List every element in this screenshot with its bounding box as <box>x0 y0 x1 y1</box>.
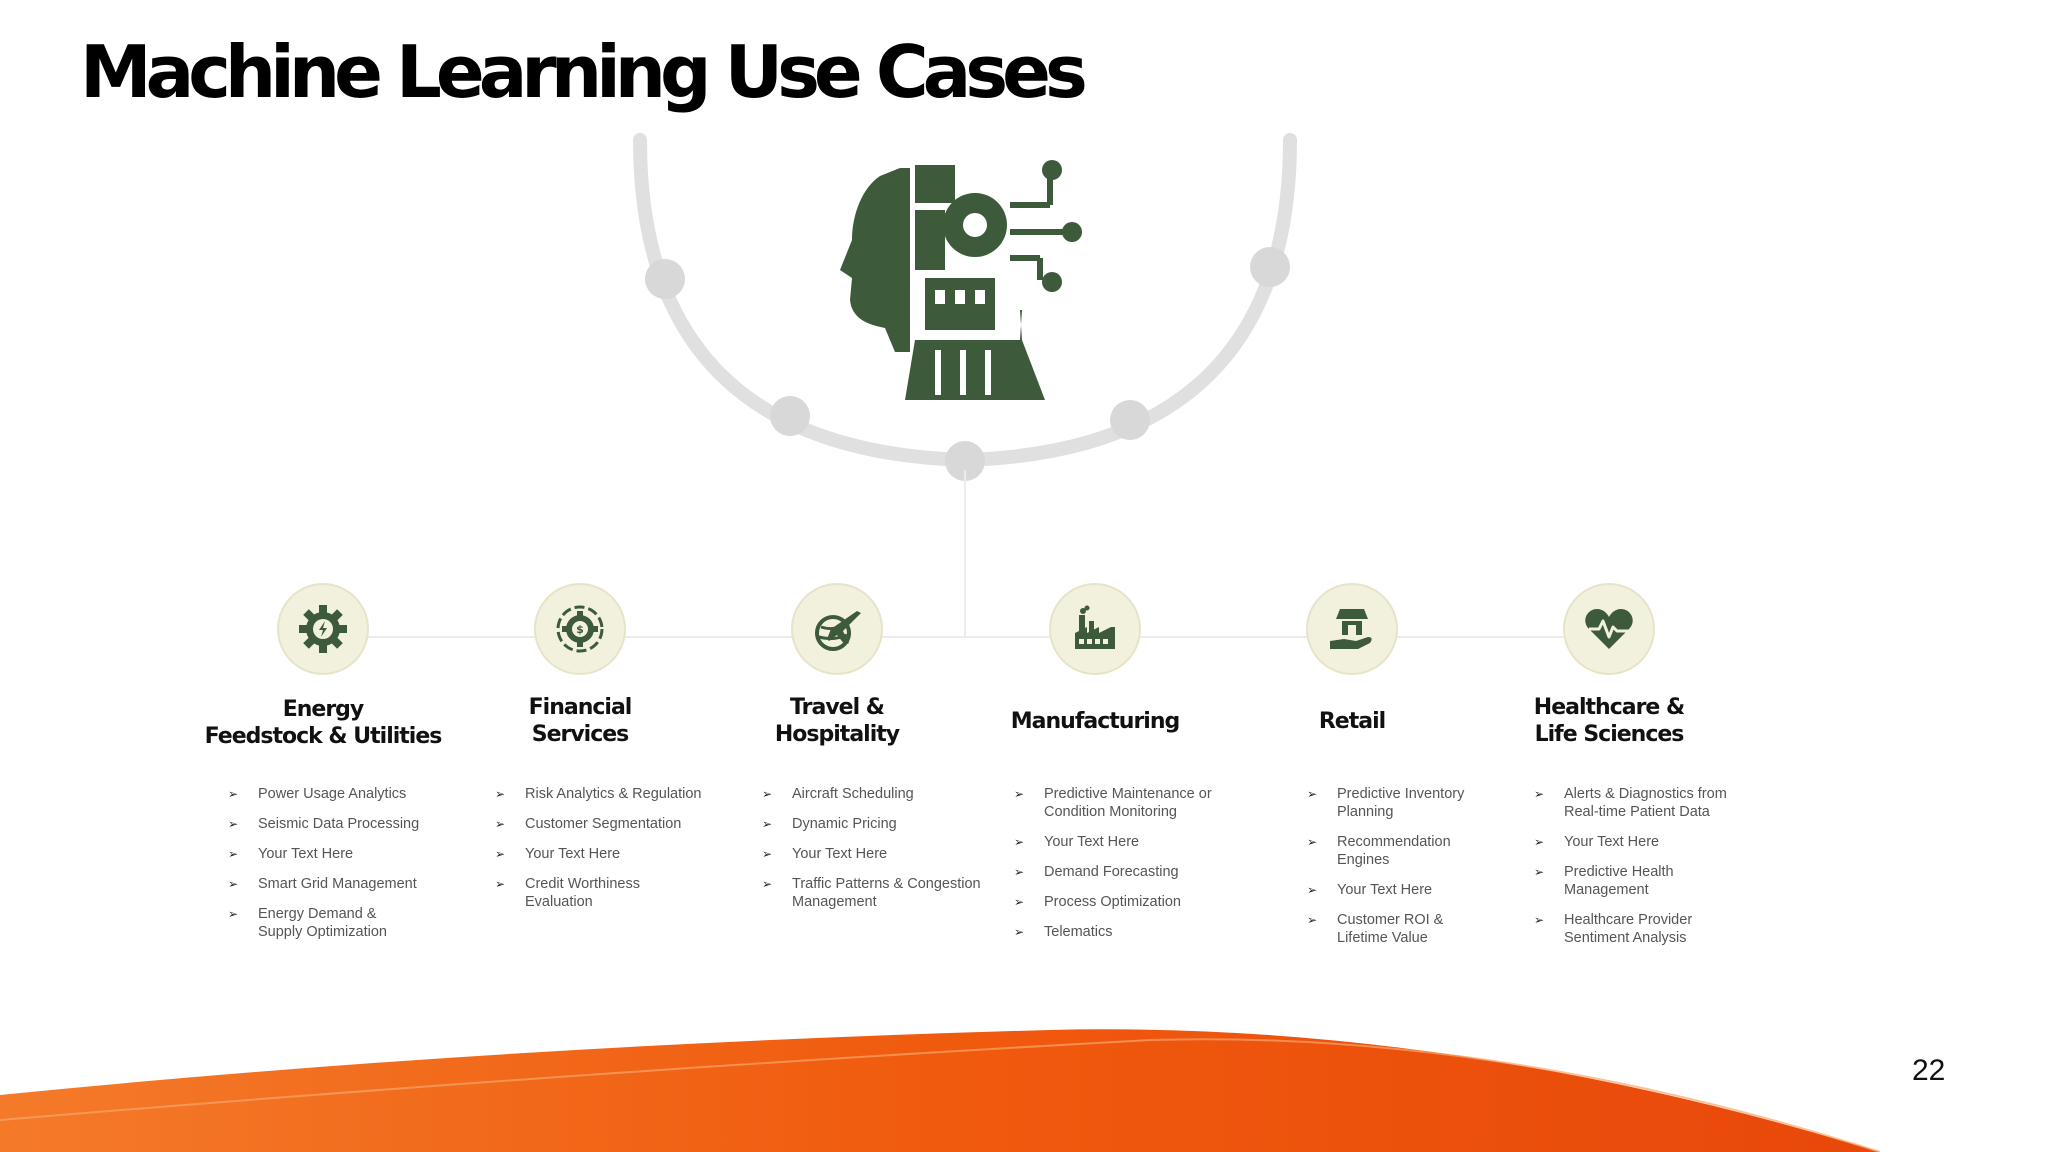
icon-circle: $ <box>534 583 626 675</box>
arrow-icon: ➢ <box>495 817 506 831</box>
icon-circle <box>1563 583 1655 675</box>
arrow-icon: ➢ <box>228 877 239 891</box>
list-item: ➢Credit Worthiness Evaluation <box>495 876 640 910</box>
arrow-icon: ➢ <box>1014 925 1025 939</box>
gear-icon <box>299 605 347 653</box>
arc-node <box>1250 247 1290 287</box>
arc-node <box>1110 400 1150 440</box>
icon-circle <box>277 583 369 675</box>
heart-pulse-icon <box>1585 609 1633 649</box>
svg-text:$: $ <box>576 623 584 636</box>
arrow-icon: ➢ <box>1534 865 1545 879</box>
list-item: ➢Power Usage Analytics <box>228 786 407 802</box>
arc-node <box>945 441 985 481</box>
arrow-icon: ➢ <box>228 817 239 831</box>
list-item: ➢Process Optimization <box>1014 894 1181 910</box>
arc-node <box>645 259 685 299</box>
arrow-icon: ➢ <box>1014 895 1025 909</box>
item-list: ➢Power Usage Analytics ➢Seismic Data Pro… <box>228 785 478 953</box>
item-list: ➢Alerts & Diagnostics from Real-time Pat… <box>1534 785 1784 959</box>
column-title: Travel &Hospitality <box>774 695 900 747</box>
arrow-icon: ➢ <box>762 787 773 801</box>
list-item: ➢Smart Grid Management <box>228 876 417 892</box>
icon-circle <box>1049 583 1141 675</box>
ai-head-icon <box>840 160 1082 400</box>
arrow-icon: ➢ <box>762 817 773 831</box>
item-list: ➢Predictive Maintenance or Condition Mon… <box>1014 785 1264 953</box>
list-item: ➢Your Text Here <box>228 846 354 862</box>
shop-hand-icon <box>1330 609 1372 649</box>
arrow-icon: ➢ <box>1014 787 1025 801</box>
list-item: ➢Alerts & Diagnostics from Real-time Pat… <box>1534 786 1727 820</box>
list-item: ➢Telematics <box>1014 924 1113 940</box>
arrow-icon: ➢ <box>228 907 239 921</box>
list-item: ➢Customer ROI & Lifetime Value <box>1307 912 1444 946</box>
page-number: 22 <box>1912 1054 1946 1087</box>
arrow-icon: ➢ <box>228 787 239 801</box>
arrow-icon: ➢ <box>1534 835 1545 849</box>
arrow-icon: ➢ <box>1307 913 1318 927</box>
column-title: Healthcare &Life Sciences <box>1533 695 1685 747</box>
list-item: ➢Risk Analytics & Regulation <box>495 786 702 802</box>
list-item: ➢Your Text Here <box>1534 834 1660 850</box>
arrow-icon: ➢ <box>495 847 506 861</box>
list-item: ➢Predictive Health Management <box>1534 864 1674 898</box>
arrow-icon: ➢ <box>495 787 506 801</box>
footer-wave <box>0 1029 1881 1152</box>
list-item: ➢Energy Demand & Supply Optimization <box>228 906 387 940</box>
page-title: Machine Learning Use Cases <box>80 30 1088 114</box>
list-item: ➢Demand Forecasting <box>1014 864 1179 880</box>
arrow-icon: ➢ <box>1534 913 1545 927</box>
arrow-icon: ➢ <box>1307 787 1318 801</box>
money-gear-icon: $ <box>556 605 604 653</box>
list-item: ➢Recommendation Engines <box>1307 834 1451 868</box>
list-item: ➢Predictive Inventory Planning <box>1307 786 1465 820</box>
column-title: Retail <box>1318 708 1386 734</box>
list-item: ➢Your Text Here <box>495 846 621 862</box>
list-item: ➢Customer Segmentation <box>495 816 682 832</box>
list-item: ➢Predictive Maintenance or Condition Mon… <box>1014 786 1212 820</box>
list-item: ➢Seismic Data Processing <box>228 816 420 832</box>
item-list: ➢Aircraft Scheduling ➢Dynamic Pricing ➢Y… <box>762 785 1012 923</box>
list-item: ➢Your Text Here <box>762 846 888 862</box>
factory-icon <box>1075 605 1115 649</box>
list-item: ➢Traffic Patterns & Congestion Managemen… <box>762 876 981 910</box>
arrow-icon: ➢ <box>1307 883 1318 897</box>
item-list: ➢Predictive Inventory Planning ➢Recommen… <box>1307 785 1557 959</box>
arrow-icon: ➢ <box>762 847 773 861</box>
arrow-icon: ➢ <box>495 877 506 891</box>
list-item: ➢Your Text Here <box>1307 882 1433 898</box>
arc-node <box>770 396 810 436</box>
list-item: ➢Aircraft Scheduling <box>762 786 914 802</box>
arrow-icon: ➢ <box>1014 835 1025 849</box>
icon-circle <box>791 583 883 675</box>
icon-circle <box>1306 583 1398 675</box>
column-title: Manufacturing <box>1010 708 1180 734</box>
arrow-icon: ➢ <box>1014 865 1025 879</box>
list-item: ➢Healthcare Provider Sentiment Analysis <box>1534 912 1693 946</box>
arrow-icon: ➢ <box>1534 787 1545 801</box>
arrow-icon: ➢ <box>228 847 239 861</box>
item-list: ➢Risk Analytics & Regulation ➢Customer S… <box>495 785 745 923</box>
list-item: ➢Dynamic Pricing <box>762 816 897 832</box>
list-item: ➢Your Text Here <box>1014 834 1140 850</box>
arrow-icon: ➢ <box>762 877 773 891</box>
globe-plane-icon <box>815 611 861 651</box>
arrow-icon: ➢ <box>1307 835 1318 849</box>
